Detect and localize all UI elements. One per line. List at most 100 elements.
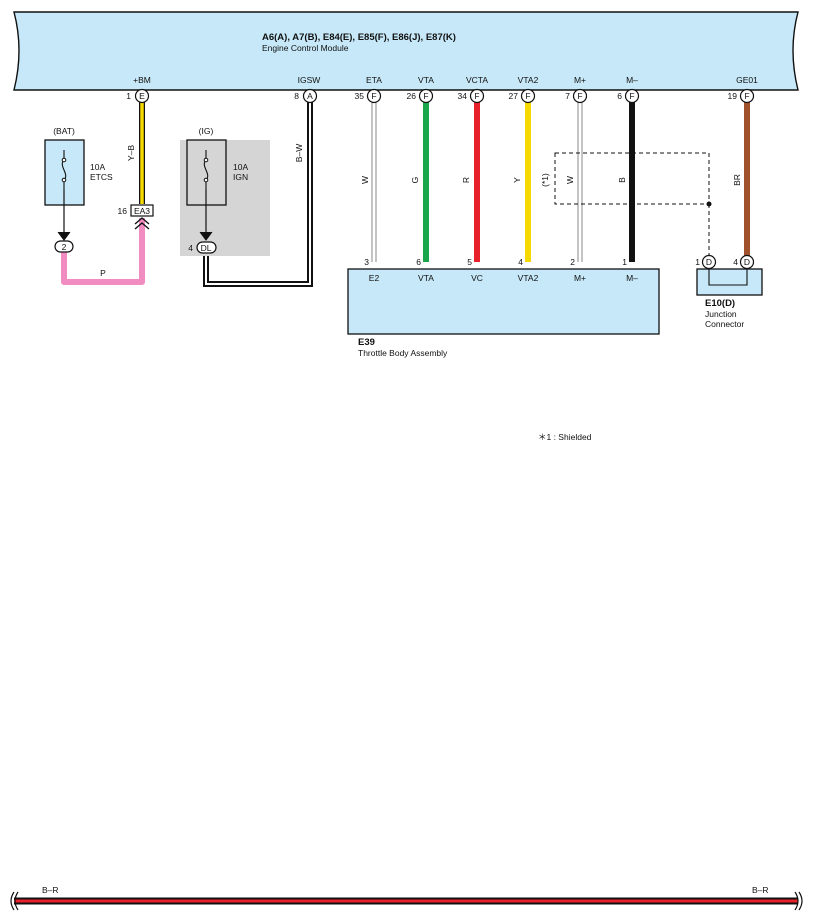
jc-code: E10(D): [705, 298, 735, 309]
ecm-signal-igsw: IGSW: [298, 75, 321, 85]
throttle-pin-signal: M+: [574, 273, 586, 283]
junction-ea3: 16 EA3: [118, 204, 154, 230]
ecm-signal-vta2: VTA2: [518, 75, 539, 85]
wire-mplus-code: W: [565, 176, 575, 184]
ecm-pin-vta2: 27 F: [509, 88, 536, 104]
wire-break-right-icon: [794, 891, 799, 911]
throttle-pin-number: 5: [467, 257, 472, 267]
svg-text:27: 27: [509, 91, 519, 101]
svg-text:F: F: [577, 91, 582, 101]
bottom-bus-b-r: B–R B–R: [10, 885, 803, 911]
wire-break-right-icon: [798, 891, 803, 911]
fuse-ign-name: IGN: [233, 172, 248, 182]
fuse-etcs-rating: 10A: [90, 162, 105, 172]
shield-note: (*1): [540, 173, 550, 187]
wire-p: P: [61, 218, 145, 285]
wire-vcta: R: [461, 102, 480, 262]
svg-text:F: F: [629, 91, 634, 101]
ecm-signal-eta: ETA: [366, 75, 382, 85]
throttle-pin-number: 4: [518, 257, 523, 267]
ecm-pin-igsw: 8 A: [294, 88, 318, 104]
ecm-signal-ge01: GE01: [736, 75, 758, 85]
wire-ge01: BR: [732, 102, 750, 258]
bus-right-label: B–R: [752, 885, 769, 895]
fuse-ign-rating: 10A: [233, 162, 248, 172]
svg-text:35: 35: [355, 91, 365, 101]
svg-text:8: 8: [294, 91, 299, 101]
throttle-pin-number: 2: [570, 257, 575, 267]
svg-text:DL: DL: [201, 243, 212, 253]
ecm-signal-labels: +BM IGSW ETA VTA VCTA VTA2 M+ M– GE01: [133, 75, 758, 85]
wire-vcta-code: R: [461, 177, 471, 183]
ecm-signal-vcta: VCTA: [466, 75, 488, 85]
svg-text:16: 16: [118, 206, 128, 216]
ecm-pin-plus-bm: 1 E: [126, 88, 150, 104]
wire-mminus-code: B: [617, 177, 627, 183]
wire-igsw: B–W: [203, 102, 313, 287]
ecm-signal-vta: VTA: [418, 75, 434, 85]
ecm-box: [13, 11, 799, 91]
wire-plus-bm: Y–B: [126, 102, 145, 204]
throttle-code: E39: [358, 337, 375, 348]
wire-eta-code: W: [360, 176, 370, 184]
bus-left-label: B–R: [42, 885, 59, 895]
ecm-pin-vta: 26 F: [407, 88, 434, 104]
throttle-pin-number: 3: [364, 257, 369, 267]
ecm-pin-connectors: 1 E 8 A 35 F 26 F 34 F 27 F: [126, 88, 755, 104]
svg-text:34: 34: [458, 91, 468, 101]
jc-pin-4-conn: D: [744, 257, 750, 267]
ecm-pin-vcta: 34 F: [458, 88, 485, 104]
wire-vta2: Y: [512, 102, 531, 262]
shield-box: (*1): [540, 152, 712, 258]
ecm-pin-mminus: 6 F: [617, 88, 640, 104]
throttle-pin-number: 1: [622, 257, 627, 267]
jc-pin-1-number: 1: [695, 257, 700, 267]
svg-text:4: 4: [188, 243, 193, 253]
svg-text:6: 6: [617, 91, 622, 101]
svg-text:EA3: EA3: [134, 206, 150, 216]
wire-plus-bm-code: Y–B: [126, 145, 136, 161]
wire-break-left-icon: [14, 891, 19, 911]
ecm-signal-mminus: M–: [626, 75, 638, 85]
ecm-pin-ge01: 19 F: [728, 88, 755, 104]
legend-shielded-note: ＊1 : Shielded: [538, 432, 592, 442]
wire-eta: W: [360, 102, 377, 262]
junction-dl: 4 DL: [188, 241, 217, 254]
svg-text:F: F: [371, 91, 376, 101]
svg-text:F: F: [744, 91, 749, 101]
svg-text:F: F: [423, 91, 428, 101]
throttle-pin-signal: VC: [471, 273, 483, 283]
ecm-signal-mplus: M+: [574, 75, 586, 85]
wire-break-left-icon: [10, 891, 15, 911]
wire-p-code: P: [100, 268, 106, 278]
chevron-up-icon: [134, 222, 150, 230]
arrow-down-icon: [199, 231, 213, 241]
svg-text:7: 7: [565, 91, 570, 101]
wire-vta2-code: Y: [512, 177, 522, 183]
junction-connector-box: [696, 268, 763, 296]
ecm-name: Engine Control Module: [262, 43, 349, 53]
throttle-pin-signal: E2: [369, 273, 380, 283]
wire-mminus: B: [617, 102, 635, 262]
jc-name-line2: Connector: [705, 319, 744, 329]
ecm-signal-plus-bm: +BM: [133, 75, 151, 85]
wire-ge01-code: BR: [732, 174, 742, 186]
svg-text:19: 19: [728, 91, 738, 101]
svg-text:A: A: [307, 91, 313, 101]
fuse-etcs-name: ETCS: [90, 172, 113, 182]
throttle-name: Throttle Body Assembly: [358, 348, 448, 358]
wire-mplus: W: [565, 102, 583, 262]
engine-control-module: A6(A), A7(B), E84(E), E85(F), E86(J), E8…: [13, 11, 799, 91]
throttle-body-assembly: 3 6 5 4 2 1 E2 VTA VC VTA2 M+ M– E39 Thr…: [347, 257, 660, 358]
throttle-box: [347, 268, 660, 335]
throttle-pin-number: 6: [416, 257, 421, 267]
ecm-pin-mplus: 7 F: [565, 88, 588, 104]
ecm-connectors: A6(A), A7(B), E84(E), E85(F), E86(J), E8…: [262, 32, 456, 43]
wire-vta: G: [410, 102, 429, 262]
svg-text:F: F: [525, 91, 530, 101]
throttle-pin-signal: VTA2: [518, 273, 539, 283]
throttle-pin-signal: VTA: [418, 273, 434, 283]
junction-connector-e10: 1 D 4 D E10(D) Junction Connector: [695, 254, 763, 329]
jc-pin-4-number: 4: [733, 257, 738, 267]
